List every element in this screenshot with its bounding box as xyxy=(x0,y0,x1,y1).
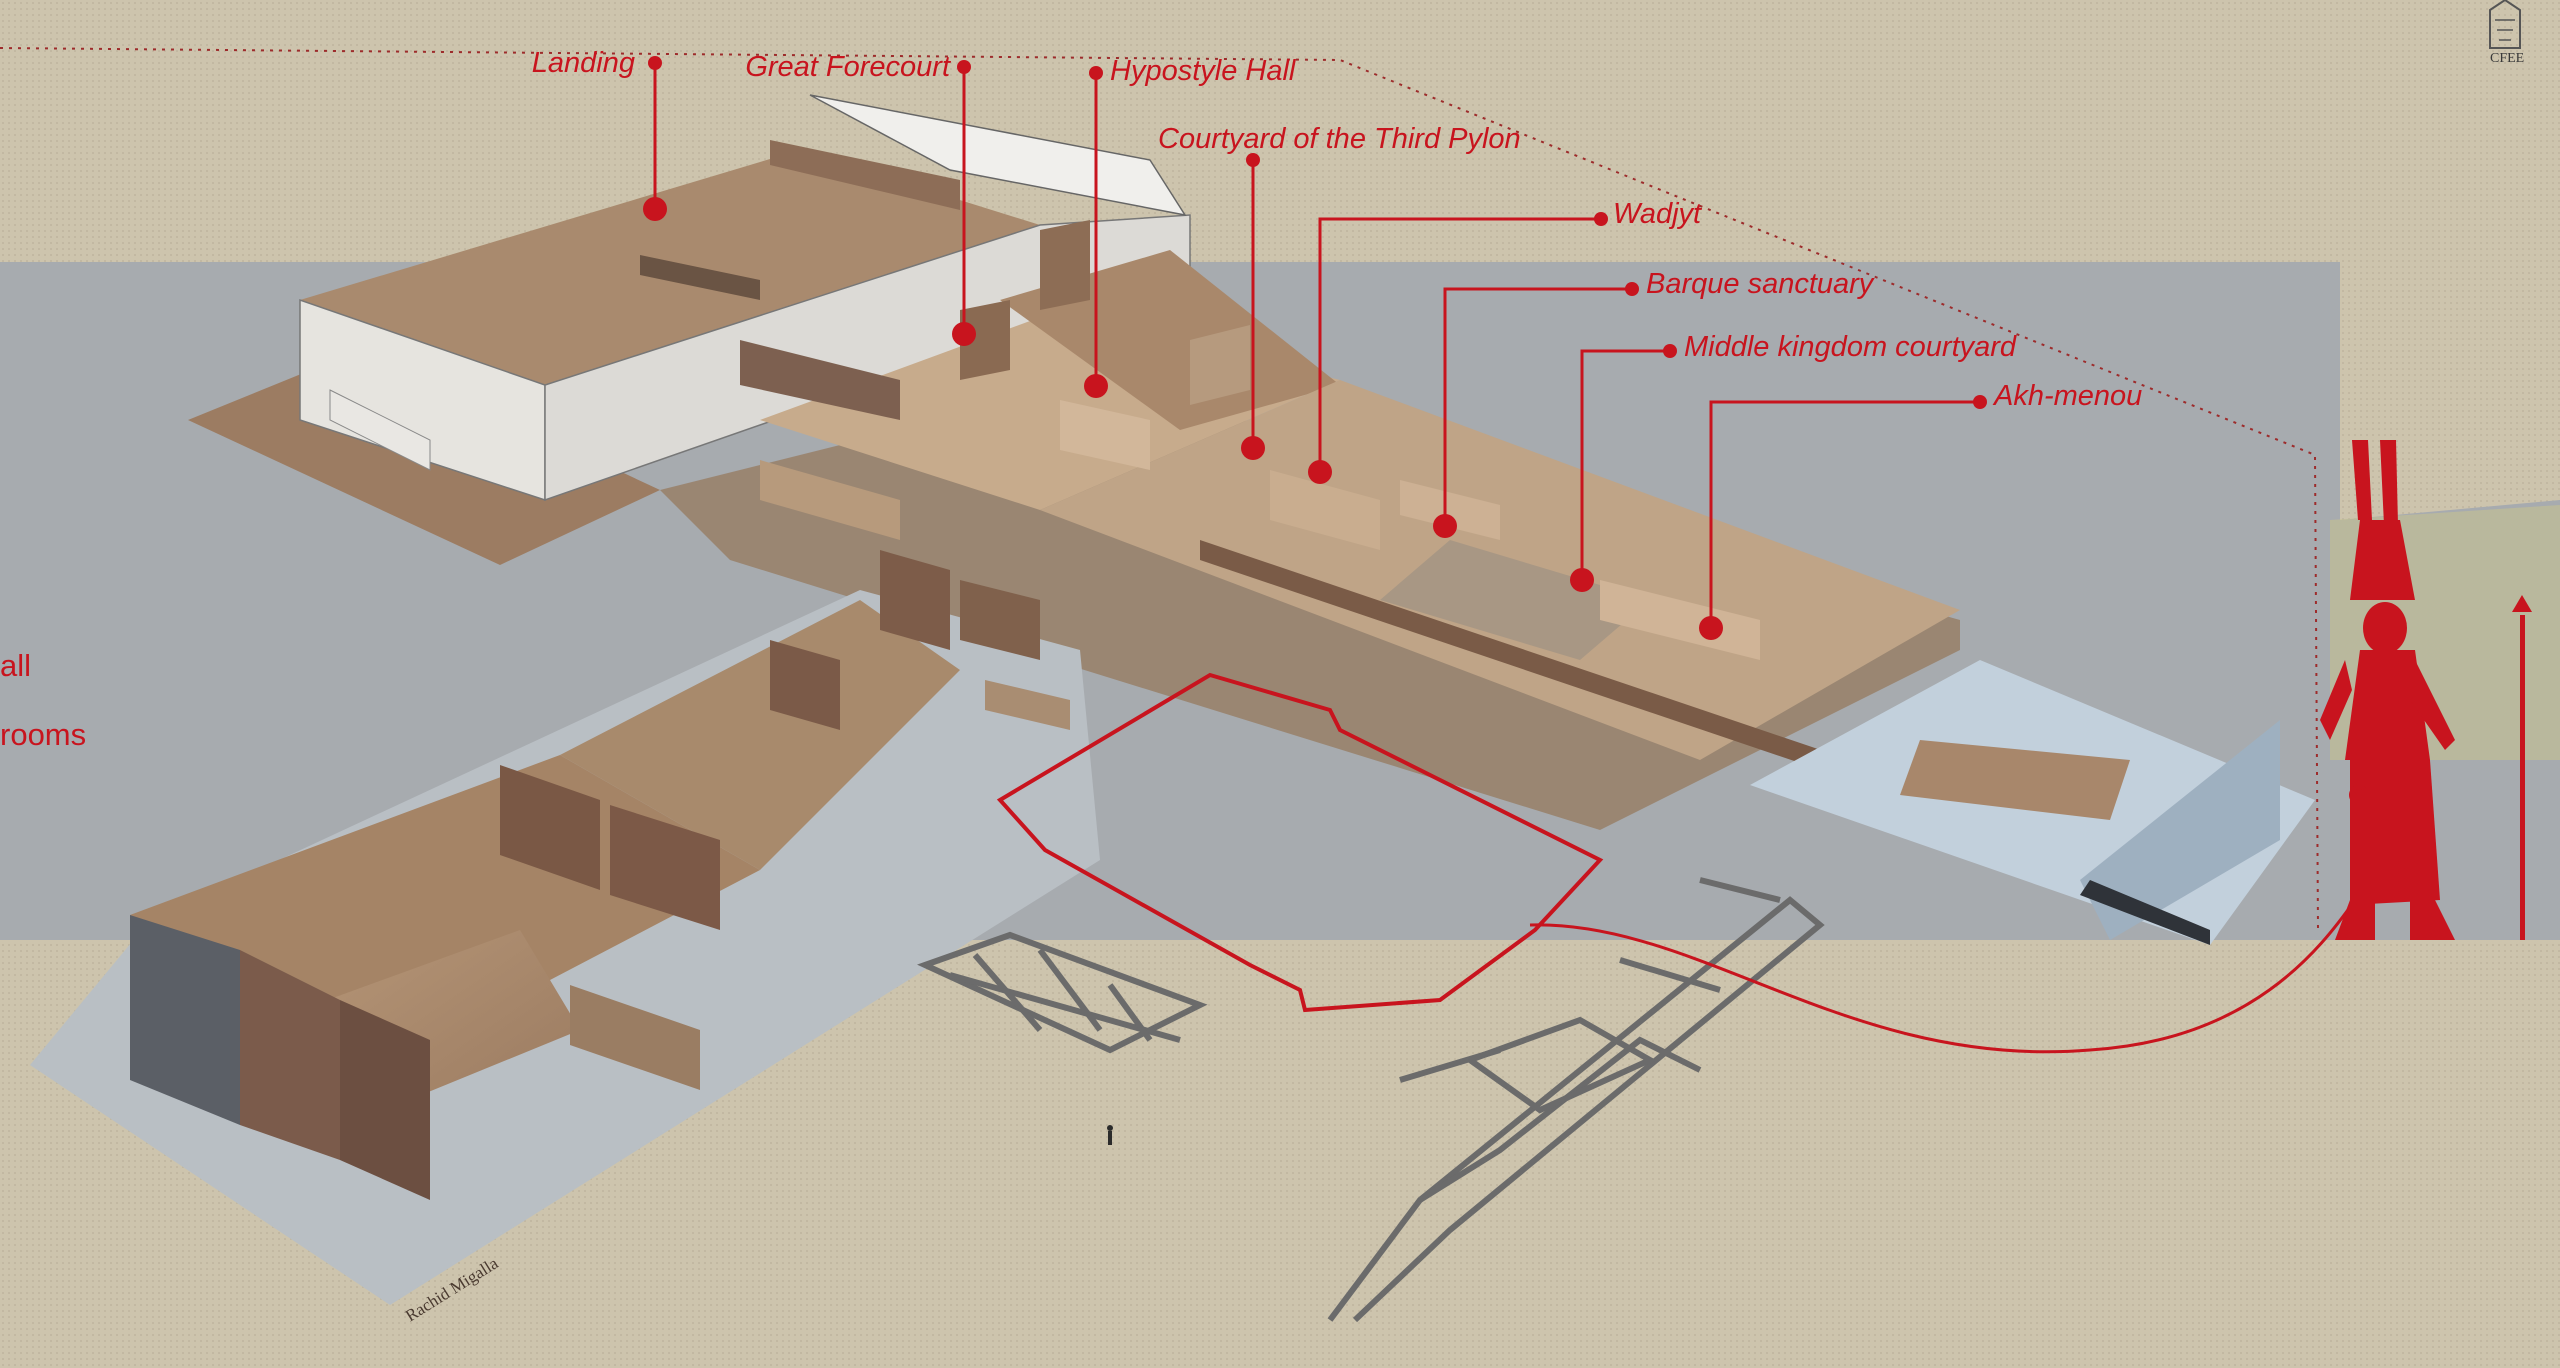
wadjyt-marker xyxy=(1308,460,1332,484)
label-barque-sanctuary: Barque sanctuary xyxy=(1646,268,1875,300)
akh-menou-marker xyxy=(1699,616,1723,640)
middle-kingdom-marker xyxy=(1570,568,1594,592)
scale-person-icon xyxy=(1107,1125,1113,1145)
wadjyt-label-dot xyxy=(1594,212,1608,226)
label-middle-kingdom-courtyard: Middle kingdom courtyard xyxy=(1684,331,2017,363)
middle-kingdom-label-dot xyxy=(1663,344,1677,358)
amun-figure-icon xyxy=(2320,440,2532,940)
third-pylon-label-dot xyxy=(1246,153,1260,167)
main-temple-complex xyxy=(660,220,1960,830)
institute-logo-icon: CFEE xyxy=(2489,0,2524,66)
landing-label-dot xyxy=(648,56,662,70)
great-forecourt-marker xyxy=(952,322,976,346)
callout-dots xyxy=(643,56,1987,640)
hypostyle-hall-label-dot xyxy=(1089,66,1103,80)
hypostyle-hall-marker xyxy=(1084,374,1108,398)
landing-complex xyxy=(188,94,1191,565)
label-wadjyt: Wadjyt xyxy=(1613,198,1703,230)
barque-marker xyxy=(1433,514,1457,538)
label-akh-menou: Akh-menou xyxy=(1992,380,2142,412)
label-landing: Landing xyxy=(532,47,635,79)
label-wall-fragment: all xyxy=(0,648,31,683)
akh-menou-block xyxy=(1750,660,2315,945)
label-hypostyle-hall: Hypostyle Hall xyxy=(1110,55,1297,87)
ground-plan-long xyxy=(1327,877,1825,1323)
dotted-extent-line xyxy=(0,47,2319,931)
ground-plan-small xyxy=(917,931,1208,1054)
connector-curve xyxy=(1529,899,2357,1054)
label-courtyard-third-pylon: Courtyard of the Third Pylon xyxy=(1158,123,1521,155)
label-great-forecourt: Great Forecourt xyxy=(745,51,952,83)
great-forecourt-label-dot xyxy=(957,60,971,74)
lower-pylons-complex xyxy=(30,550,1100,1305)
red-outline-plan xyxy=(996,672,1604,1013)
third-pylon-marker xyxy=(1241,436,1265,460)
akh-menou-label-dot xyxy=(1973,395,1987,409)
logo-text: CFEE xyxy=(2490,51,2524,66)
landing-marker xyxy=(643,197,667,221)
label-rooms-fragment: rooms xyxy=(0,717,86,752)
barque-label-dot xyxy=(1625,282,1639,296)
callout-leaders xyxy=(653,63,1980,628)
